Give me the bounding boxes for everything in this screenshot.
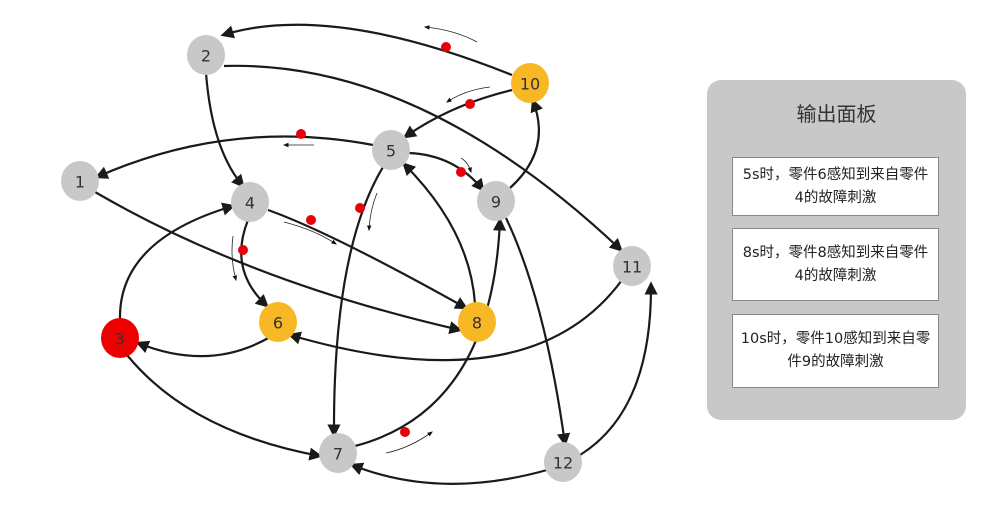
edge-7-to-9 <box>354 217 507 448</box>
node-5[interactable]: 5 <box>372 130 410 170</box>
edge-2-to-4 <box>204 72 245 189</box>
edge-4-to-6 <box>240 219 269 308</box>
edge-10-to-2 <box>220 23 513 77</box>
node-circle <box>319 433 357 473</box>
node-label: 10 <box>520 75 540 94</box>
node-circle <box>231 182 269 222</box>
node-circle <box>477 181 515 221</box>
edge-12-to-11 <box>579 281 658 456</box>
node-2[interactable]: 2 <box>187 35 225 75</box>
fault-signal-dot <box>456 167 466 177</box>
edge-2-to-11 <box>223 64 623 252</box>
node-9[interactable]: 9 <box>477 181 515 221</box>
node-label: 4 <box>245 194 255 213</box>
node-label: 1 <box>75 173 85 192</box>
output-message: 8s时，零件8感知到来自零件4的故障刺激 <box>732 228 939 301</box>
fault-signal-dot <box>441 42 451 52</box>
node-circle <box>259 302 297 342</box>
direction-arrow <box>231 235 237 282</box>
edge-12-to-7 <box>349 462 548 485</box>
node-label: 3 <box>115 330 125 349</box>
node-8[interactable]: 8 <box>458 302 496 342</box>
node-label: 7 <box>333 445 343 464</box>
fault-signal-dot <box>238 245 248 255</box>
output-message: 10s时，零件10感知到来自零件9的故障刺激 <box>732 314 939 388</box>
edge-11-to-6 <box>287 279 623 362</box>
fault-signal-dot <box>306 215 316 225</box>
edge-9-to-10 <box>509 98 543 189</box>
node-1[interactable]: 1 <box>61 161 99 201</box>
node-11[interactable]: 11 <box>613 246 651 286</box>
edge-4-to-8 <box>267 208 469 310</box>
direction-arrow <box>460 157 472 174</box>
edge-9-to-12 <box>505 217 571 447</box>
node-circle <box>613 246 651 286</box>
node-label: 6 <box>273 314 283 333</box>
fault-signal-dot <box>355 203 365 213</box>
propagation-direction-hints <box>231 25 491 454</box>
panel-title: 输出面板 <box>796 102 877 126</box>
fault-signal-dot <box>400 427 410 437</box>
output-message: 5s时，零件6感知到来自零件4的故障刺激 <box>732 157 939 216</box>
node-circle <box>372 130 410 170</box>
direction-arrow <box>283 221 337 245</box>
node-circle <box>511 63 549 103</box>
node-label: 12 <box>553 454 573 473</box>
edge-5-to-9 <box>408 151 485 193</box>
edge-3-to-7 <box>126 354 323 461</box>
direction-arrow <box>446 86 491 103</box>
node-10[interactable]: 10 <box>511 63 549 103</box>
node-4[interactable]: 4 <box>231 182 269 222</box>
node-circle <box>187 35 225 75</box>
node-label: 2 <box>201 47 211 66</box>
edge-5-to-7 <box>327 166 384 438</box>
node-label: 11 <box>622 258 642 277</box>
edge-3-to-4 <box>118 202 236 321</box>
direction-arrow <box>366 192 378 232</box>
node-6[interactable]: 6 <box>259 302 297 342</box>
direction-arrow <box>385 431 433 454</box>
node-label: 8 <box>472 314 482 333</box>
edge-1-to-8 <box>94 191 463 335</box>
node-circle <box>61 161 99 201</box>
node-12[interactable]: 12 <box>544 442 582 482</box>
direction-arrow <box>423 25 478 43</box>
edge-6-to-3 <box>135 336 271 358</box>
edge-5-to-1 <box>94 135 374 179</box>
node-circle <box>458 302 496 342</box>
edge-10-to-5 <box>402 88 513 139</box>
node-circle <box>544 442 582 482</box>
output-panel: 输出面板 5s时，零件6感知到来自零件4的故障刺激 8s时，零件8感知到来自零件… <box>707 80 966 420</box>
node-label: 9 <box>491 193 501 212</box>
fault-signal-dot <box>465 99 475 109</box>
edge-8-to-5 <box>402 162 477 305</box>
node-7[interactable]: 7 <box>319 433 357 473</box>
fault-signal-dot <box>296 129 306 139</box>
node-label: 5 <box>386 142 396 161</box>
node-circle <box>101 318 139 358</box>
node-3[interactable]: 3 <box>101 318 139 358</box>
